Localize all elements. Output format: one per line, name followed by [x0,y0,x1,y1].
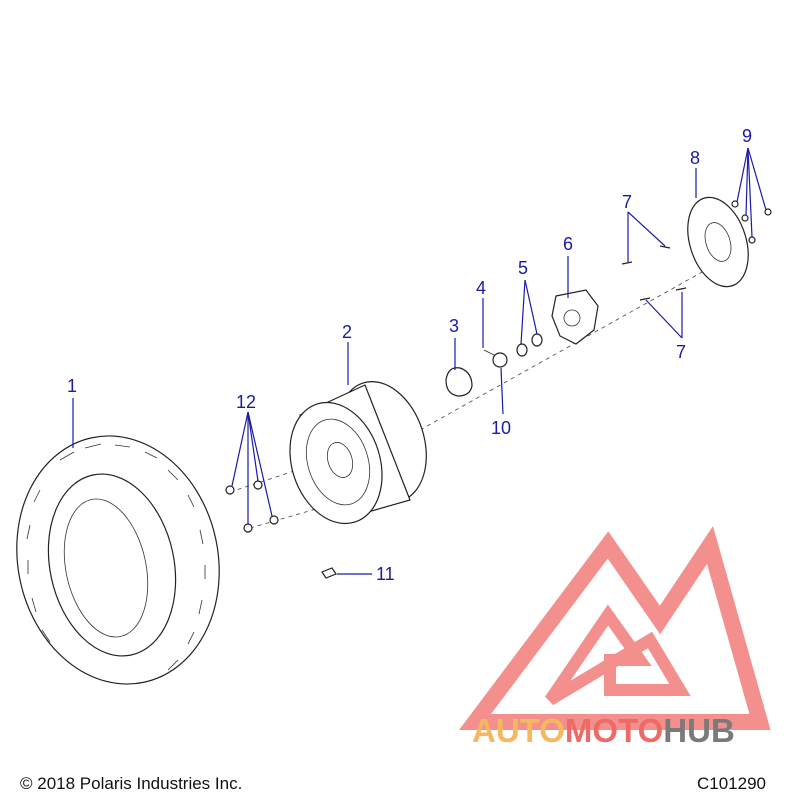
callout-10: 10 [491,418,511,438]
washers [516,333,543,357]
callout-7-top: 7 [622,192,632,212]
leader-lines [72,147,767,575]
wheel-rim [289,381,427,525]
center-cap [445,367,473,397]
callout-8: 8 [690,148,700,168]
tire [16,435,220,685]
watermark-hub: HUB [663,712,735,749]
callout-1: 1 [67,376,77,396]
valve-stem [321,567,337,579]
assembly-axis-lower [249,504,331,529]
callout-4: 4 [476,278,486,298]
watermark-logo-icon [458,526,771,730]
watermark-text: AUTOMOTOHUB [472,714,735,747]
diagram-code: C101290 [696,774,766,793]
callout-7-bottom: 7 [676,342,686,362]
copyright-notice: © 2018 Polaris Industries Inc. [20,774,243,793]
callout-3: 3 [449,316,459,336]
callout-11: 11 [376,564,395,584]
wheel-hub [551,289,599,345]
callout-12: 12 [236,392,256,412]
castle-nut [492,352,508,368]
callout-2: 2 [342,322,352,342]
disc-mounting-bolts [731,200,772,244]
watermark-auto: AUTO [472,712,565,749]
brake-disc-bolts [621,245,687,301]
callout-5: 5 [518,258,528,278]
callout-6: 6 [563,234,573,254]
callout-9: 9 [742,126,752,146]
cotter-pin [483,349,497,357]
brake-disc [687,196,749,288]
lug-nuts [225,480,279,533]
watermark-moto: MOTO [564,712,664,749]
